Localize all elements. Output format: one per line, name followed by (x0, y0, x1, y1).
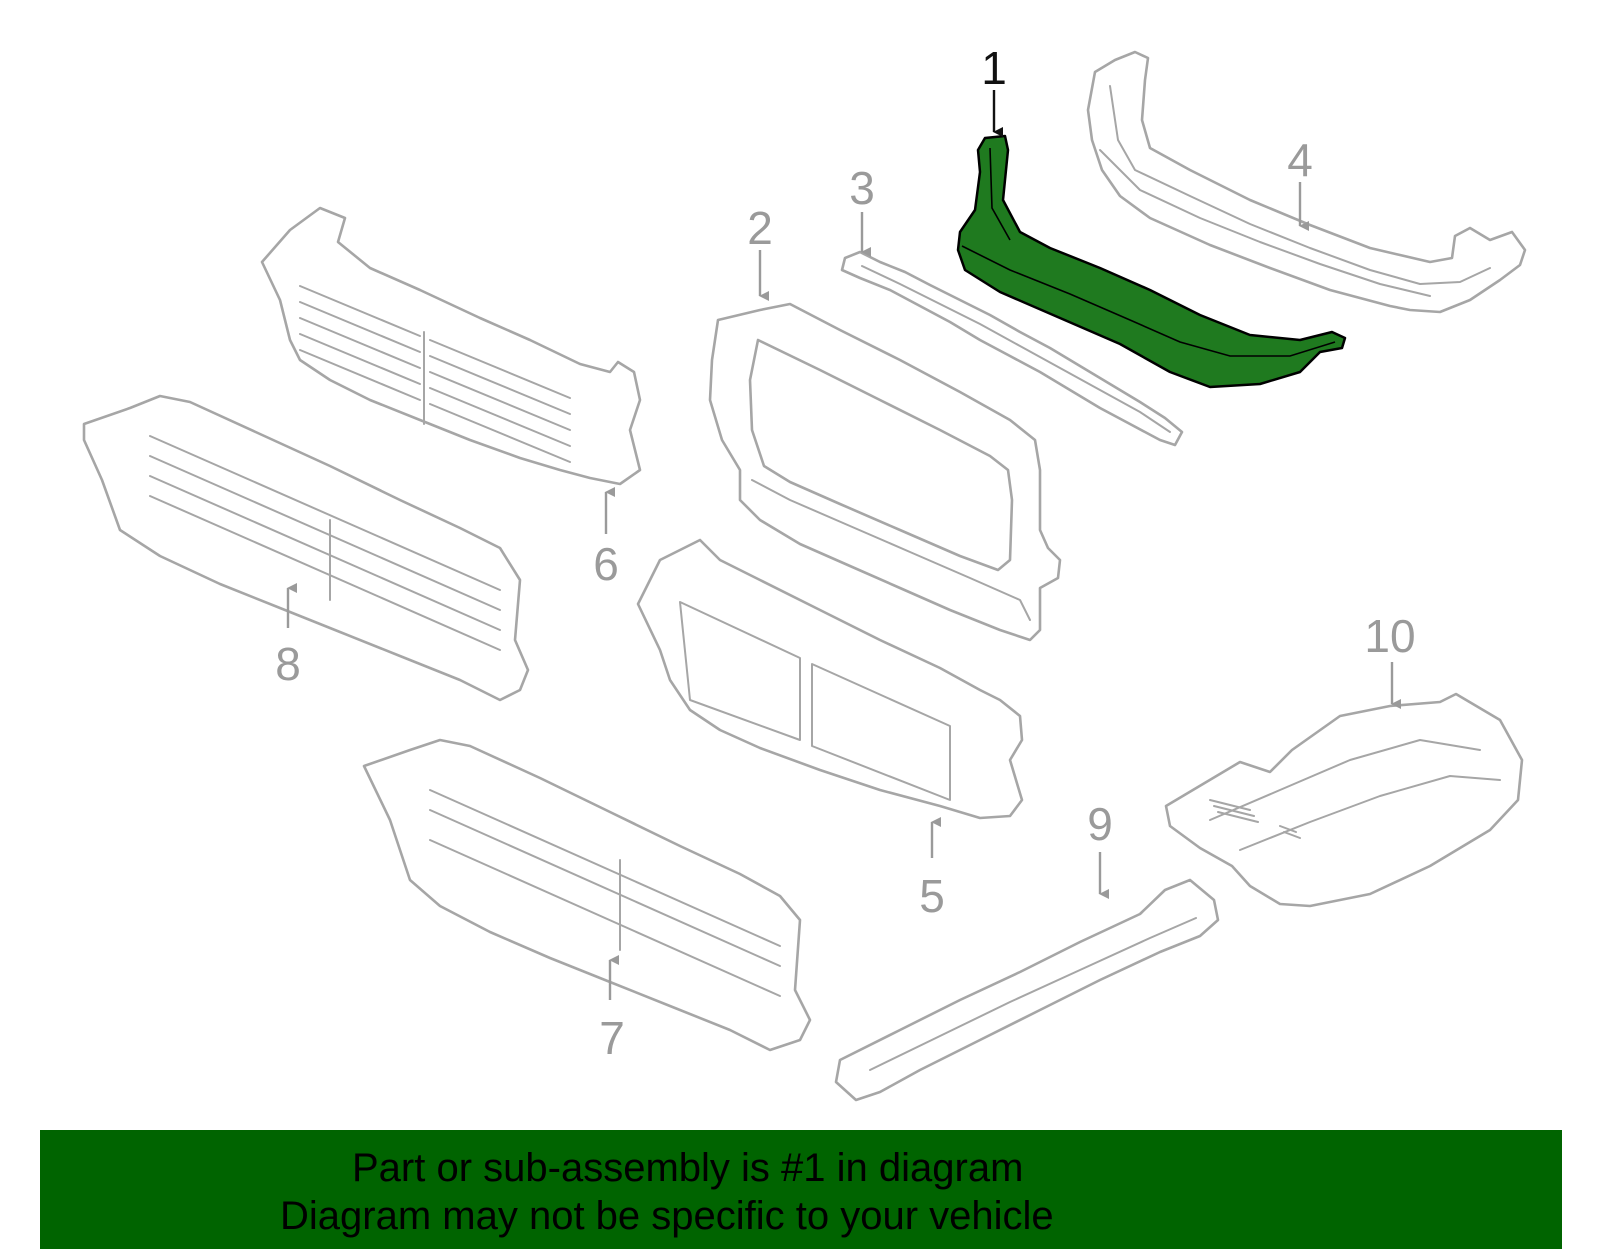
callout-2[interactable]: 2 (747, 202, 773, 254)
banner-line-part: Part or sub-assembly is #1 in diagram (352, 1146, 1024, 1190)
part-2-air-guide[interactable] (708, 302, 1062, 642)
callout-4[interactable]: 4 (1287, 134, 1313, 186)
part-3-strip[interactable] (840, 250, 1184, 447)
info-banner: Part or sub-assembly is #1 in diagram Di… (40, 1130, 1562, 1249)
callout-9[interactable]: 9 (1087, 798, 1113, 850)
part-6-slats-right (429, 339, 571, 463)
callout-8[interactable]: 8 (275, 638, 301, 690)
callout-6[interactable]: 6 (593, 538, 619, 590)
part-6-shutter[interactable] (260, 206, 642, 486)
part-10-inner (1209, 739, 1501, 851)
part-3-shape (840, 250, 1184, 447)
banner-line-disclaimer: Diagram may not be specific to your vehi… (280, 1194, 1054, 1238)
part-1-ridge (961, 245, 1336, 357)
part-9-skid-strip[interactable] (834, 878, 1220, 1102)
part-8-outer (82, 394, 530, 702)
part-4-inner-2 (1099, 149, 1431, 297)
part-6-slats-left (299, 285, 421, 401)
callout-5[interactable]: 5 (919, 870, 945, 922)
part-7-outer (362, 738, 812, 1052)
part-2-outer (708, 302, 1062, 642)
part-10-outer (1164, 692, 1524, 908)
part-10-ribs (1209, 799, 1301, 839)
part-1-lower-support[interactable] (956, 134, 1347, 389)
part-5-window-right (811, 663, 951, 801)
callout-1[interactable]: 1 (981, 42, 1007, 94)
callout-10[interactable]: 10 (1364, 610, 1415, 662)
part-2-window (748, 338, 1014, 572)
part-5-shutter[interactable] (636, 538, 1024, 820)
part-1-ridge-2 (989, 147, 1011, 241)
part-9-outer (834, 878, 1220, 1102)
part-7-inner (429, 789, 781, 997)
part-5-window-left (679, 601, 801, 741)
part-4-reinforcement[interactable] (1086, 50, 1527, 314)
part-6-outer (260, 206, 642, 486)
part-7-bottom-frame[interactable] (362, 738, 812, 1052)
part-4-shape (1086, 50, 1527, 314)
callout-7[interactable]: 7 (599, 1012, 625, 1064)
part-8-lower-shutter[interactable] (82, 394, 530, 702)
part-9-inner (869, 917, 1197, 1071)
part-4-inner (1109, 85, 1491, 285)
part-8-slats (149, 435, 501, 651)
part-1-shape (956, 134, 1347, 389)
callout-3[interactable]: 3 (849, 162, 875, 214)
callout-arrows (286, 90, 1401, 1000)
part-3-inner (861, 265, 1171, 433)
part-5-outer (636, 538, 1024, 820)
callout-labels: 1 2 3 4 5 6 7 8 9 10 (275, 42, 1415, 1064)
part-10-shield[interactable] (1164, 692, 1524, 908)
part-2-lower (751, 479, 1031, 621)
